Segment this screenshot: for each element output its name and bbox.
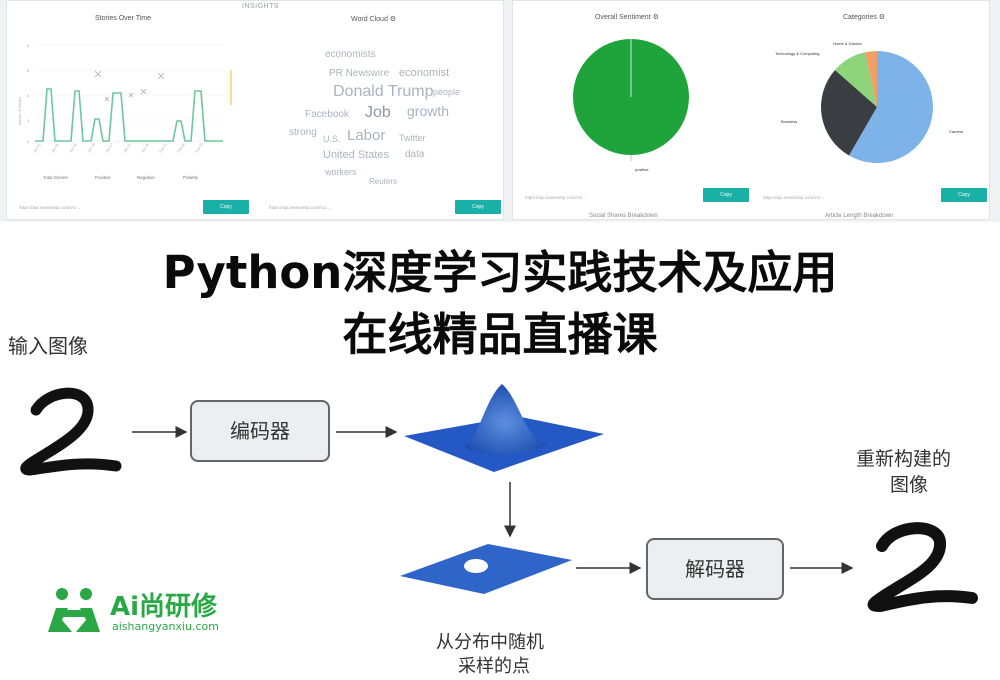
category-label-technology: Technology & Computing bbox=[775, 51, 820, 56]
stories-y-label: Number of Stories bbox=[18, 97, 22, 125]
legend-positive: Positive bbox=[95, 175, 111, 180]
word: economist bbox=[399, 67, 450, 79]
brand-logo-icon bbox=[48, 588, 100, 632]
word: U.S. bbox=[323, 134, 341, 144]
word: Job bbox=[365, 104, 391, 121]
stories-over-time-chart: 4 3 2 1 0 Jan 01 Jan 05 Jan 09 Jan 13 Jan 17… bbox=[18, 43, 232, 154]
legend-polarity: Polarity bbox=[183, 175, 199, 180]
word: United States bbox=[323, 149, 390, 161]
categories-pie bbox=[821, 51, 933, 163]
category-label-careers: Careers bbox=[949, 129, 964, 134]
course-subtitle: 在线精品直播课 bbox=[342, 308, 658, 361]
gaussian-distribution-surface bbox=[404, 384, 604, 472]
svg-text:2: 2 bbox=[27, 93, 30, 98]
insights-label: INSIGHTS bbox=[242, 3, 280, 10]
word: Labor bbox=[347, 127, 386, 144]
overall-sentiment-title: Overall Sentiment ⚙ bbox=[595, 14, 659, 21]
brand-name: Ai尚研修 bbox=[110, 592, 218, 622]
sample-label-line1: 从分布中随机 bbox=[436, 632, 544, 653]
word: Twitter bbox=[399, 133, 426, 143]
social-shares-title: Social Shares Breakdown bbox=[589, 213, 658, 219]
word: Reuters bbox=[369, 177, 398, 186]
input-image-label: 输入图像 bbox=[8, 334, 88, 358]
word: growth bbox=[407, 103, 450, 119]
word: Donald Trump bbox=[333, 83, 434, 100]
categories-copy-button[interactable]: Copy bbox=[941, 188, 987, 202]
course-title: Python深度学习实践技术及应用 bbox=[162, 246, 838, 299]
svg-text:Jan 21: Jan 21 bbox=[123, 143, 132, 154]
categories-url[interactable]: https://api.newswhip.com/v1/... bbox=[763, 195, 825, 200]
legend-negative: Negative bbox=[137, 175, 155, 180]
svg-text:Feb 09: Feb 09 bbox=[195, 142, 205, 153]
reconstructed-label-line2: 图像 bbox=[890, 474, 929, 496]
word-cloud-copy-button[interactable]: Copy bbox=[455, 200, 501, 214]
word: strong bbox=[289, 127, 317, 138]
word: PR Newswire bbox=[329, 68, 390, 79]
svg-text:1: 1 bbox=[27, 118, 30, 123]
stories-over-time-title: Stories Over Time bbox=[95, 15, 152, 22]
word: data bbox=[405, 149, 425, 160]
positive-slice-label: positive bbox=[635, 167, 649, 172]
dashboard-strip: INSIGHTS Stories Over Time 4 3 2 1 0 Jan 01 … bbox=[0, 0, 1000, 222]
svg-text:Jan 17: Jan 17 bbox=[105, 143, 114, 154]
word-cloud-title: Word Cloud ⚙ bbox=[351, 16, 397, 23]
decoder-box: 解码器 bbox=[646, 538, 784, 600]
svg-text:3: 3 bbox=[27, 68, 30, 73]
overall-sentiment-pie bbox=[573, 39, 689, 161]
svg-text:Jan 25: Jan 25 bbox=[141, 143, 150, 154]
input-digit-image bbox=[20, 387, 122, 476]
sentiment-panel: Overall Sentiment ⚙ positive https://api… bbox=[512, 0, 990, 220]
latent-sample-plane bbox=[400, 544, 572, 594]
category-label-business: Business bbox=[781, 119, 798, 124]
categories-title: Categories ⚙ bbox=[843, 14, 886, 21]
stories-copy-button[interactable]: Copy bbox=[203, 200, 249, 214]
category-label-home-garden: Home & Garden bbox=[833, 41, 862, 46]
article-length-title: Article Length Breakdown bbox=[825, 213, 894, 219]
word: people bbox=[433, 87, 461, 97]
svg-text:Feb 01: Feb 01 bbox=[159, 142, 169, 153]
svg-text:Jan 09: Jan 09 bbox=[69, 143, 78, 154]
stories-url[interactable]: https://api.newswhip.com/v1/... bbox=[19, 205, 81, 210]
word: workers bbox=[325, 167, 357, 177]
word: Facebook bbox=[305, 109, 349, 120]
diagram-arrows bbox=[132, 426, 854, 574]
sample-label-line2: 采样的点 bbox=[458, 656, 530, 677]
svg-text:Jan 01: Jan 01 bbox=[33, 143, 42, 154]
svg-text:4: 4 bbox=[27, 43, 30, 48]
word: economists bbox=[325, 49, 376, 60]
sentiment-url[interactable]: https://api.newswhip.com/v1/... bbox=[525, 195, 587, 200]
encoder-box: 编码器 bbox=[190, 400, 330, 462]
word-cloud-url[interactable]: https://api.newswhip.com/v1/... bbox=[269, 205, 331, 210]
reconstructed-label-line1: 重新构建的 bbox=[856, 448, 952, 470]
insights-panel: INSIGHTS Stories Over Time 4 3 2 1 0 Jan 01 … bbox=[6, 0, 504, 220]
legend-total-stories: Total Stories bbox=[43, 175, 68, 180]
sentiment-copy-button[interactable]: Copy bbox=[703, 188, 749, 202]
svg-text:Feb 05: Feb 05 bbox=[177, 142, 187, 153]
svg-text:Jan 13: Jan 13 bbox=[87, 143, 96, 154]
svg-text:Jan 05: Jan 05 bbox=[51, 143, 60, 154]
svg-text:0: 0 bbox=[27, 139, 30, 144]
brand-url: aishangyanxiu.com bbox=[112, 620, 219, 633]
reconstructed-digit-image bbox=[867, 522, 978, 612]
